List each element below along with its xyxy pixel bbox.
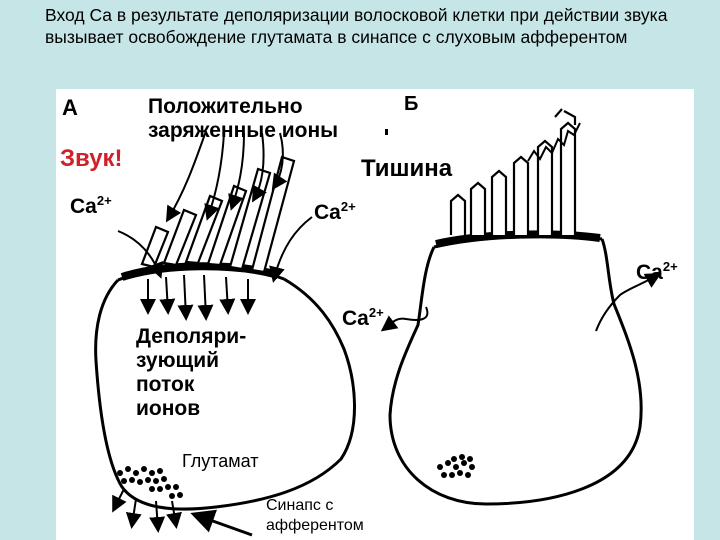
ca-exit-arrow-left xyxy=(380,306,429,332)
synaptic-vesicles-a xyxy=(117,466,183,499)
ca-charge: 2+ xyxy=(340,199,356,214)
stereocilia-b xyxy=(449,108,577,235)
panel-a-letter: А xyxy=(62,95,78,120)
hair-cell-diagram xyxy=(94,108,662,537)
synapse-label-line1: Синапс с xyxy=(266,497,334,514)
ca-symbol: Ca xyxy=(314,201,341,224)
cuticular-plate-b xyxy=(435,230,601,248)
ca-label-a-left: Ca2+ xyxy=(70,193,112,219)
panel-b-letter: Б xyxy=(404,93,419,115)
ca-charge: 2+ xyxy=(368,305,384,320)
stereocilia-a xyxy=(140,155,296,274)
ca-label-a-right: Ca2+ xyxy=(314,199,356,225)
ca-entry-arrow-left xyxy=(117,230,164,279)
positive-ions-label-line2: заряженные ионы xyxy=(148,119,339,142)
depolarizing-flow-label-line3: поток xyxy=(136,373,195,396)
ca-exit-arrow-right xyxy=(595,273,662,332)
depolarizing-flow-label-line2: зующий xyxy=(136,349,220,372)
sound-label: Звук! xyxy=(60,145,123,172)
ca-label-b-right: Ca2+ xyxy=(636,259,678,285)
ca-symbol: Ca xyxy=(636,261,663,284)
diagram-panel: А Положительно заряженные ионы Звук! Ca2… xyxy=(56,89,694,540)
depolarizing-flow-label-line1: Деполяри- xyxy=(136,325,247,348)
positive-ions-arrows xyxy=(165,130,288,223)
depolarizing-current-arrows xyxy=(140,274,256,321)
tick-mark xyxy=(385,129,388,135)
ca-entry-arrow-right xyxy=(269,216,313,283)
slide-caption: Вход Са в результате деполяризации волос… xyxy=(45,5,668,47)
ca-charge: 2+ xyxy=(662,259,678,274)
synapse-label-line2: афферентом xyxy=(266,517,364,534)
ca-label-b-left: Ca2+ xyxy=(342,305,384,331)
positive-ions-label-line1: Положительно xyxy=(148,95,303,118)
silence-label: Тишина xyxy=(361,155,453,182)
ca-symbol: Ca xyxy=(70,195,97,218)
hair-cell-b xyxy=(388,230,643,506)
stereocilia-b-tips xyxy=(527,122,581,162)
synaptic-vesicles-b xyxy=(437,454,475,478)
glutamate-label: Глутамат xyxy=(182,451,259,471)
ca-charge: 2+ xyxy=(96,193,112,208)
ca-symbol: Ca xyxy=(342,307,369,330)
synapse-pointer-arrow xyxy=(190,509,253,537)
depolarizing-flow-label-line4: ионов xyxy=(136,397,201,420)
glutamate-release-arrows xyxy=(112,488,182,533)
